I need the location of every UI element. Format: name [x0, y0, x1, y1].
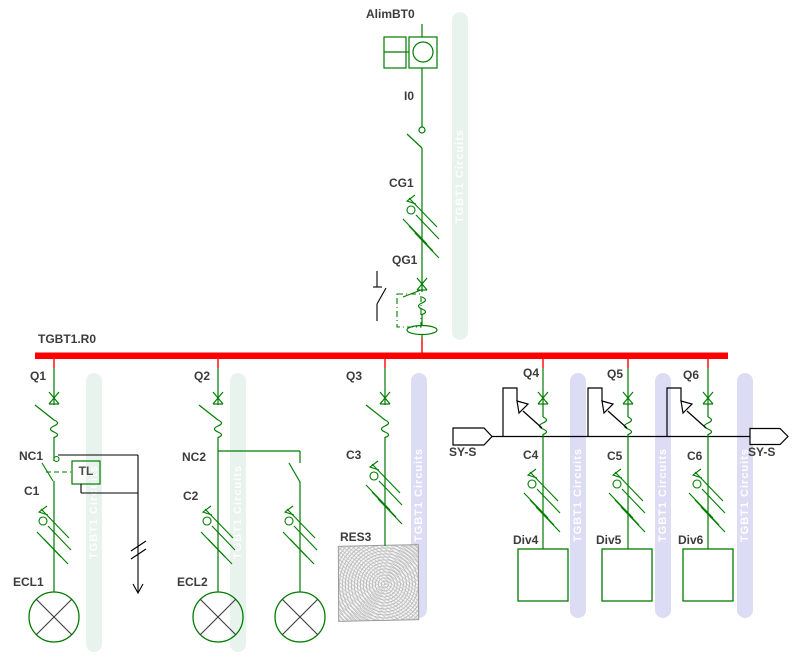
- div5-load-box[interactable]: [601, 548, 653, 602]
- label-nc2[interactable]: NC2: [182, 450, 207, 464]
- label-busbar-tgbt1[interactable]: TGBT1.R0: [38, 332, 97, 346]
- label-c1[interactable]: C1: [24, 484, 40, 498]
- sync-bus-wiring[interactable]: [452, 427, 789, 446]
- watermark-band: TGBT1 Circuits: [737, 373, 753, 618]
- div4-load-box[interactable]: [517, 548, 569, 602]
- label-c3[interactable]: C3: [346, 448, 362, 462]
- label-ecl1[interactable]: ECL1: [13, 575, 44, 589]
- label-alimbt0[interactable]: AlimBT0: [366, 7, 415, 21]
- label-i0[interactable]: I0: [404, 89, 415, 103]
- label-qg1[interactable]: QG1: [392, 253, 418, 267]
- cable-c5-symbol[interactable]: [608, 468, 646, 533]
- label-tl[interactable]: TL: [78, 464, 94, 478]
- label-div4[interactable]: Div4: [513, 533, 539, 547]
- cable-c3-symbol[interactable]: [365, 460, 403, 525]
- control-wire-q1-arrow[interactable]: [58, 454, 147, 595]
- contactor-q6-black-linkage[interactable]: [666, 387, 707, 437]
- busbar-drops: [53, 359, 709, 368]
- contactor-nc1-symbol[interactable]: [41, 455, 71, 593]
- label-c5[interactable]: C5: [607, 449, 623, 463]
- busbar-tgbt1[interactable]: [35, 352, 728, 360]
- label-q3[interactable]: Q3: [346, 369, 363, 383]
- contactor-nc2-symbol[interactable]: [218, 450, 301, 592]
- lamp-ecl2-symbol[interactable]: [192, 591, 244, 643]
- watermark-band: TGBT1 Circuits: [86, 373, 102, 652]
- div6-load-box[interactable]: [682, 548, 734, 602]
- contactor-q4-black-linkage[interactable]: [502, 387, 543, 437]
- label-res3[interactable]: RES3: [340, 530, 372, 544]
- label-q2[interactable]: Q2: [194, 369, 211, 383]
- label-q4[interactable]: Q4: [523, 366, 540, 380]
- label-div5[interactable]: Div5: [596, 533, 622, 547]
- breaker-q6-symbol[interactable]: [702, 368, 714, 549]
- source-transformer-symbol[interactable]: [383, 24, 438, 69]
- label-q1[interactable]: Q1: [30, 369, 47, 383]
- label-c6[interactable]: C6: [687, 449, 703, 463]
- cable-c4-symbol[interactable]: [523, 468, 561, 533]
- tl-relay-box[interactable]: [71, 460, 101, 485]
- label-nc1[interactable]: NC1: [19, 449, 44, 463]
- lamp-ecl2b-symbol[interactable]: [274, 591, 326, 643]
- label-q6[interactable]: Q6: [683, 368, 700, 382]
- breaker-q2-symbol[interactable]: [198, 368, 224, 592]
- breaker-q5-symbol[interactable]: [622, 368, 634, 549]
- label-q5[interactable]: Q5: [607, 367, 624, 381]
- watermark-band: TGBT1 Circuits: [570, 373, 586, 618]
- watermark-band: TGBT1 Circuits: [452, 12, 468, 340]
- label-sy-s-left[interactable]: SY-S: [449, 445, 477, 459]
- sy-s-flag-left: [452, 427, 493, 446]
- label-c4[interactable]: C4: [523, 448, 539, 462]
- watermark-band: TGBT1 Circuits: [230, 373, 246, 652]
- cable-c6-symbol[interactable]: [688, 468, 726, 533]
- switch-i0-symbol[interactable]: [406, 68, 426, 292]
- lamp-ecl1-symbol[interactable]: [28, 591, 80, 643]
- breaker-q4-symbol[interactable]: [537, 368, 549, 549]
- contactor-q5-black-linkage[interactable]: [587, 387, 628, 437]
- label-cg1[interactable]: CG1: [389, 176, 414, 190]
- sy-s-flag-right: [749, 427, 789, 446]
- label-sy-s-right[interactable]: SY-S: [748, 445, 776, 459]
- breaker-q3-symbol[interactable]: [365, 368, 391, 546]
- label-c2[interactable]: C2: [183, 489, 199, 503]
- label-div6[interactable]: Div6: [678, 533, 704, 547]
- breaker-qg1-symbol[interactable]: [373, 271, 438, 353]
- arrow-down-icon: [132, 583, 144, 595]
- label-ecl2[interactable]: ECL2: [177, 575, 208, 589]
- cable-cg1-symbol[interactable]: [402, 194, 440, 259]
